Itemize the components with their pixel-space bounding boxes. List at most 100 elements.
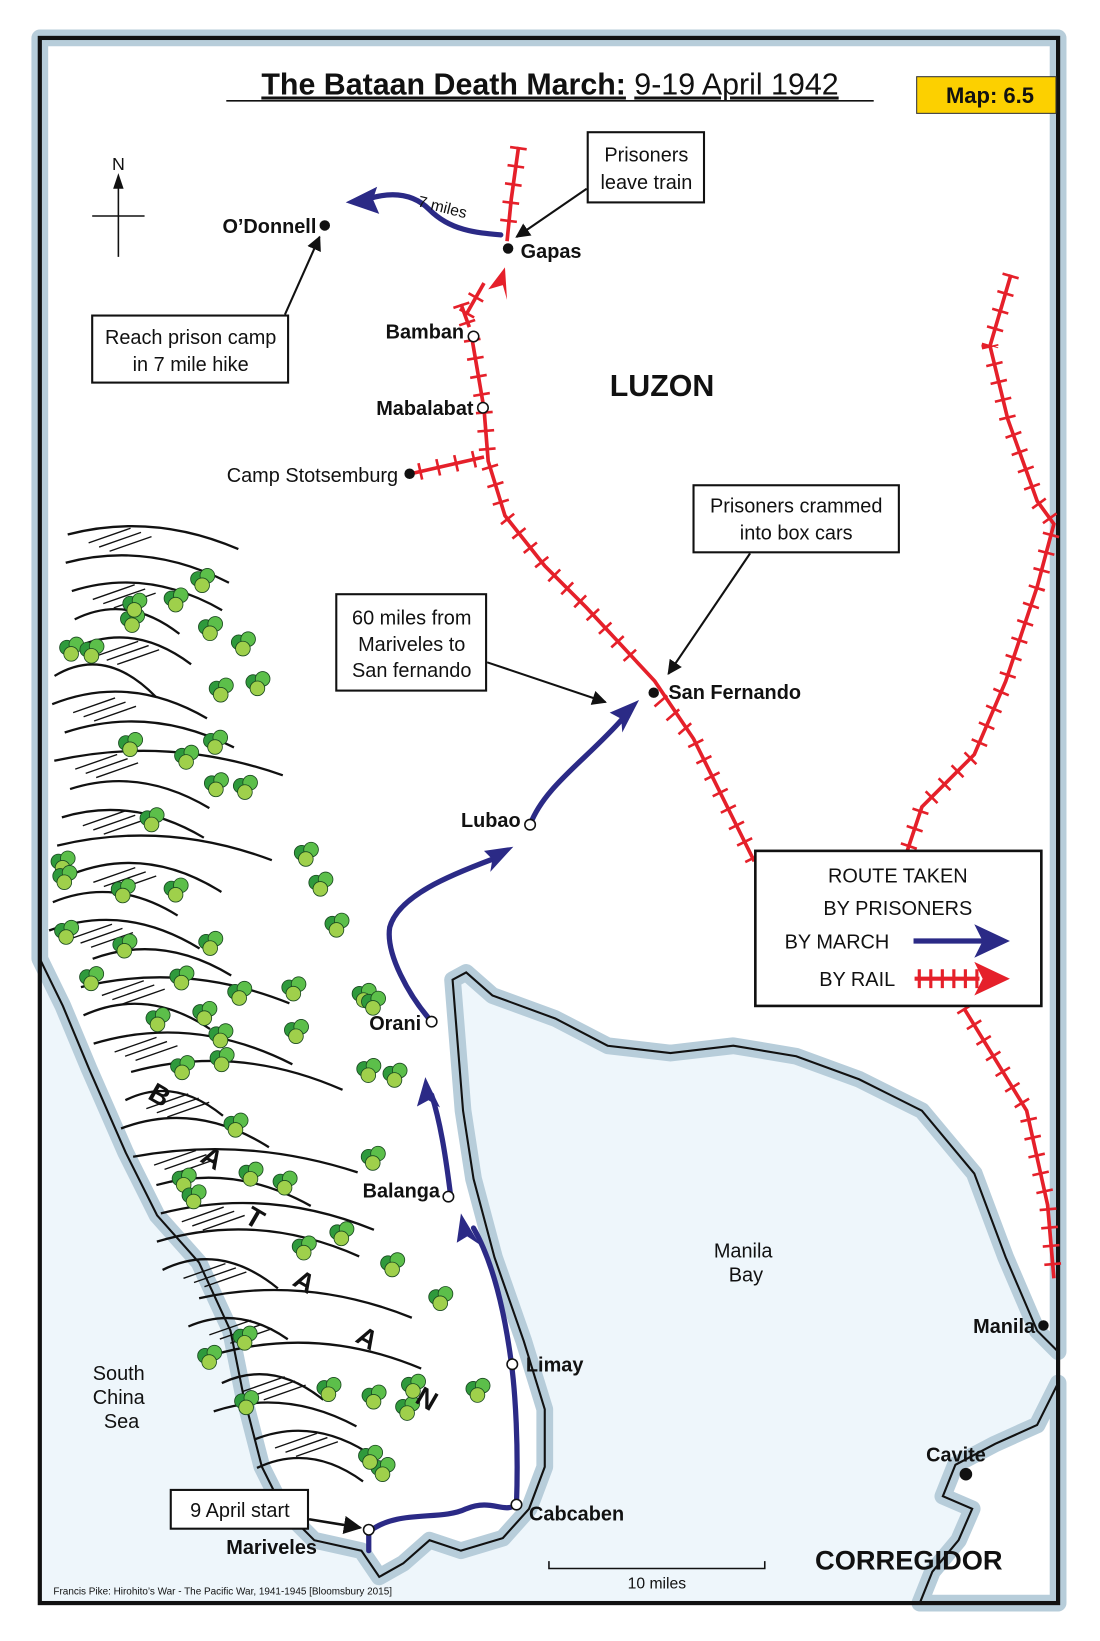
callout-text: into box cars	[740, 523, 853, 545]
scs-line-2: China	[93, 1387, 146, 1409]
slope-hatch	[106, 644, 149, 661]
tree-icon	[232, 1325, 258, 1351]
tree-icon	[358, 1444, 384, 1470]
tree-icon	[181, 1184, 207, 1210]
tree-icon	[356, 1058, 382, 1083]
tree-icon	[291, 1235, 317, 1261]
tree-icon	[208, 1023, 234, 1049]
slope-hatch	[72, 697, 116, 714]
callout-text: Reach prison camp	[105, 327, 276, 349]
slope-hatch	[192, 1210, 235, 1227]
callout-start: 9 April start	[169, 1488, 363, 1535]
legend-rail-arrow-icon	[974, 961, 1010, 996]
tree-icon	[118, 732, 144, 757]
slope-hatch	[153, 1149, 197, 1166]
slope-hatch	[146, 1093, 189, 1110]
tree-icon	[245, 671, 271, 697]
lubao-dot	[524, 818, 537, 831]
map-badge-label: Map: 6.5	[946, 83, 1034, 108]
map-frame	[37, 35, 1061, 1606]
tree-icon	[370, 1457, 396, 1482]
compass-north-label: N	[112, 154, 125, 174]
mountain-ridge	[213, 1401, 357, 1428]
tree-icon	[110, 878, 136, 904]
slope-hatch	[183, 1263, 226, 1279]
legend-march-label: BY MARCH	[785, 931, 890, 953]
mountain-ridge	[83, 1002, 211, 1030]
tree-icon	[209, 1047, 235, 1073]
slope-hatch	[116, 649, 160, 666]
place-camp-stotsemburg: Camp Stotsemburg	[227, 465, 398, 487]
slope-hatch	[75, 753, 118, 770]
callout-text: 60 miles from	[352, 608, 471, 630]
tree-icon	[174, 744, 200, 770]
tree-icon	[145, 1007, 171, 1033]
scs-line-3: Sea	[104, 1411, 140, 1433]
tree-icon	[203, 772, 229, 798]
slope-hatch	[181, 1206, 224, 1223]
slope-hatch	[193, 1267, 237, 1284]
tree-icon	[238, 1161, 264, 1187]
slope-hatch	[124, 1040, 168, 1057]
odonnell-dot	[319, 220, 330, 231]
cabcaben-dot	[510, 1498, 523, 1511]
scale-bar	[548, 1561, 766, 1570]
place-bamban: Bamban	[386, 322, 464, 344]
region-luzon: LUZON	[610, 369, 715, 403]
slope-hatch	[167, 1101, 210, 1118]
slope-hatch	[98, 531, 142, 548]
tree-icon	[284, 1019, 309, 1044]
san-fernando-dot	[648, 687, 659, 698]
place-limay: Limay	[526, 1355, 584, 1377]
mountain-ridge	[61, 808, 205, 839]
tree-icon	[163, 877, 189, 903]
slope-hatch	[174, 1158, 218, 1175]
mountain-ridge	[92, 948, 232, 977]
mountain-ridge	[213, 1341, 422, 1370]
callout-text: Prisoners	[604, 145, 688, 167]
tree-icon	[329, 1221, 355, 1247]
cavite-coastline	[918, 1382, 1060, 1604]
place-markers	[319, 220, 1049, 1536]
tree-icon	[465, 1377, 491, 1403]
slope-hatch	[164, 1154, 207, 1170]
railway-stotsemburg-branch	[410, 448, 486, 480]
tree-icon	[112, 933, 138, 959]
place-lubao: Lubao	[461, 810, 521, 832]
mountain-ridge	[253, 1429, 368, 1454]
place-corregidor: CORREGIDOR	[815, 1545, 1003, 1576]
mountain-ridge	[53, 663, 157, 698]
north-arrow-icon	[92, 173, 145, 257]
tree-icon	[361, 1384, 387, 1410]
tree-icon	[54, 919, 80, 945]
map-badge	[916, 76, 1057, 114]
mountain-ridge	[93, 1031, 293, 1066]
slope-hatch	[95, 762, 139, 779]
legend-title: ROUTE TAKEN	[828, 865, 968, 887]
place-mabalabat: Mabalabat	[376, 398, 474, 420]
mariveles-dot	[362, 1523, 375, 1536]
slope-hatch	[92, 584, 135, 601]
manila-dot	[1038, 1320, 1049, 1331]
camp-stotsemburg-dot	[404, 468, 415, 479]
legend-title: BY PRISONERS	[823, 898, 972, 920]
place-cavite: Cavite	[926, 1445, 986, 1467]
mountain-ridge	[187, 1316, 289, 1341]
luzon-coastline	[38, 958, 1059, 1579]
place-cabcaben: Cabcaben	[529, 1503, 624, 1525]
slope-hatch	[101, 980, 145, 997]
legend-march-arrow-icon	[974, 924, 1010, 958]
mountain-ridge	[54, 749, 284, 777]
mountain-ridge	[130, 1059, 344, 1091]
slope-hatch	[209, 1319, 252, 1336]
place-manila: Manila	[973, 1316, 1036, 1338]
slope-hatch	[88, 527, 131, 544]
slope-hatch	[85, 758, 128, 774]
